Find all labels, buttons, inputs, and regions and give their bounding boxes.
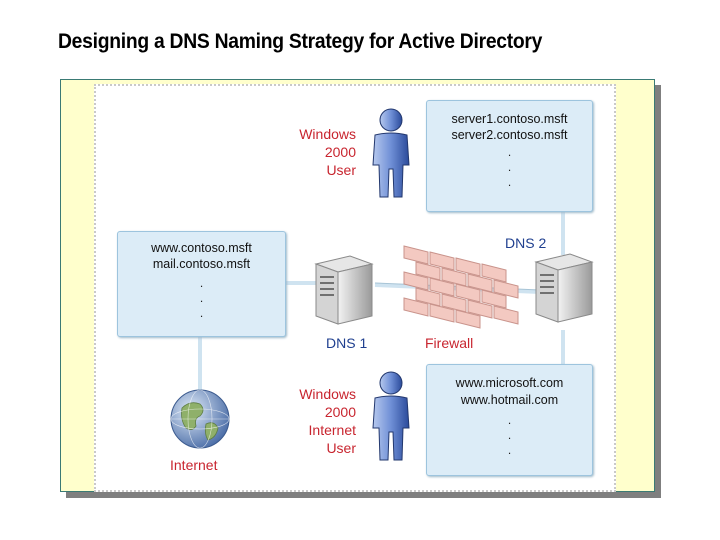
host-line: server1.contoso.msft	[451, 112, 568, 126]
host-line: www.hotmail.com	[460, 393, 559, 407]
host-line: mail.contoso.msft	[152, 257, 251, 271]
ellipsis-dot: .	[507, 428, 512, 442]
internet-label: Internet	[170, 457, 218, 473]
server-icon	[314, 255, 374, 325]
firewall-icon	[403, 245, 519, 329]
label-line: User	[326, 440, 356, 456]
dns2-label: DNS 2	[505, 235, 547, 251]
host-line: server2.contoso.msft	[451, 128, 568, 142]
firewall-label: Firewall	[425, 335, 474, 351]
label-line: User	[326, 162, 356, 178]
windows-2000-user-label: Windows 2000 User	[270, 125, 356, 179]
ellipsis-dot: .	[199, 306, 204, 320]
ellipsis-dot: .	[507, 175, 512, 189]
label-line: 2000	[324, 404, 356, 420]
bottom-right-host-box: www.microsoft.com www.hotmail.com . . .	[426, 364, 593, 476]
label-line: Windows	[299, 126, 356, 142]
user-icon	[372, 371, 410, 461]
dns1-label: DNS 1	[326, 335, 368, 351]
left-host-box: www.contoso.msft mail.contoso.msft . . .	[117, 231, 286, 337]
host-line: www.contoso.msft	[151, 241, 252, 255]
user-icon	[372, 108, 410, 198]
ellipsis-dot: .	[507, 145, 512, 159]
ellipsis-dot: .	[507, 443, 512, 457]
ellipsis-dot: .	[199, 276, 204, 290]
windows-2000-internet-user-label: Windows 2000 Internet User	[270, 385, 356, 457]
label-line: Internet	[308, 422, 356, 438]
globe-icon	[170, 389, 230, 449]
server-icon	[534, 253, 594, 323]
ellipsis-dot: .	[507, 160, 512, 174]
top-right-host-box: server1.contoso.msft server2.contoso.msf…	[426, 100, 593, 212]
ellipsis-dot: .	[507, 413, 512, 427]
label-line: Windows	[299, 386, 356, 402]
ellipsis-dot: .	[199, 291, 204, 305]
host-line: www.microsoft.com	[455, 376, 564, 390]
label-line: 2000	[324, 144, 356, 160]
slide-title: Designing a DNS Naming Strategy for Acti…	[58, 30, 543, 53]
